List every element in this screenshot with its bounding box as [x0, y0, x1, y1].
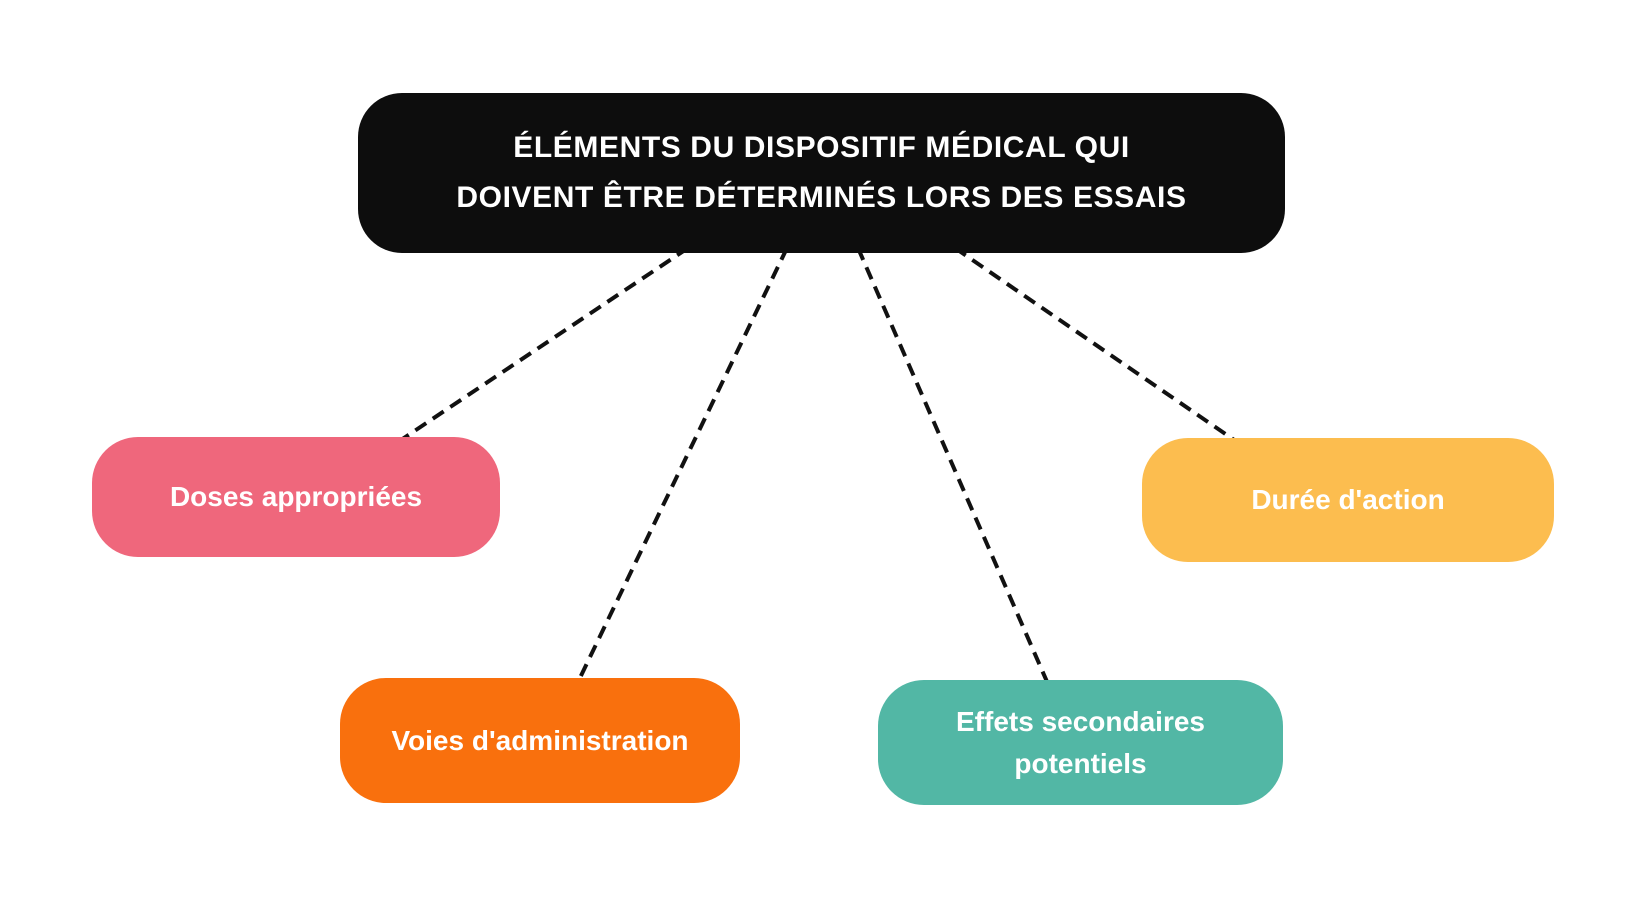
node-label-effets: Effets secondaires potentiels	[956, 705, 1205, 779]
node-label-doses: Doses appropriées	[169, 481, 423, 512]
node-label-voies: Voies d'administration	[391, 724, 689, 756]
connector-title-to-doses	[396, 246, 690, 444]
node-duree-action: Durée d'action	[1142, 438, 1554, 562]
title-node: ÉLÉMENTS DU DISPOSITIF MÉDICAL QUI DOIVE…	[358, 93, 1285, 253]
title-line-1: ÉLÉMENTS DU DISPOSITIF MÉDICAL QUI	[513, 131, 1130, 164]
node-label-duree: Durée d'action	[1251, 484, 1445, 515]
node-effets-secondaires-potentiels: Effets secondaires potentiels	[878, 680, 1283, 805]
connector-title-to-voies	[575, 247, 789, 685]
connector-title-to-effets	[856, 247, 1050, 685]
node-voies-administration: Voies d'administration	[340, 678, 740, 803]
title-line-2: DOIVENT ÊTRE DÉTERMINÉS LORS DES ESSAIS	[456, 181, 1187, 214]
node-doses-appropriees: Doses appropriées	[92, 437, 500, 557]
connector-title-to-duree	[953, 246, 1242, 446]
